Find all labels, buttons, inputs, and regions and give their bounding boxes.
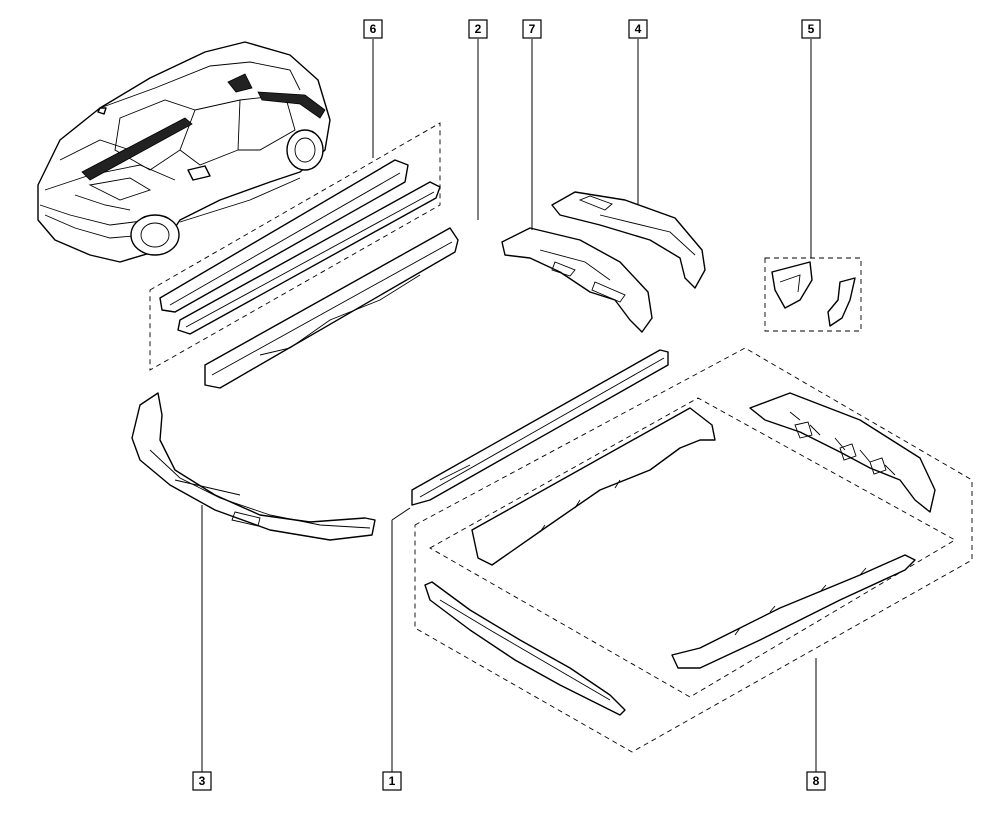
- callout-3: 3: [192, 771, 212, 791]
- trim-pieces-item-5: [764, 257, 862, 332]
- rear-diffuser-item-7: [501, 227, 653, 333]
- callout-label: 8: [813, 774, 820, 788]
- callout-label: 2: [475, 22, 482, 36]
- side-skirts-group: [149, 122, 441, 371]
- callout-label: 6: [370, 22, 377, 36]
- callout-8: 8: [806, 771, 826, 791]
- callout-7: 7: [522, 19, 542, 39]
- side-skirt-item-1: [411, 349, 669, 506]
- rear-spoiler-item-4: [551, 191, 706, 289]
- callout-label: 5: [808, 22, 815, 36]
- callout-label: 4: [635, 22, 642, 36]
- leader-lines: [201, 39, 817, 772]
- callout-1: 1: [382, 771, 402, 791]
- callout-label: 3: [199, 774, 206, 788]
- callout-6: 6: [363, 19, 383, 39]
- callout-label: 1: [389, 774, 396, 788]
- front-splitter-item-3: [131, 392, 376, 541]
- callout-4: 4: [628, 19, 648, 39]
- callout-5: 5: [801, 19, 821, 39]
- callout-2: 2: [468, 19, 488, 39]
- body-kit-group-item-8: [414, 347, 973, 753]
- callout-label: 7: [529, 22, 536, 36]
- car-overview: [37, 41, 331, 263]
- side-skirt-item-2: [204, 227, 459, 389]
